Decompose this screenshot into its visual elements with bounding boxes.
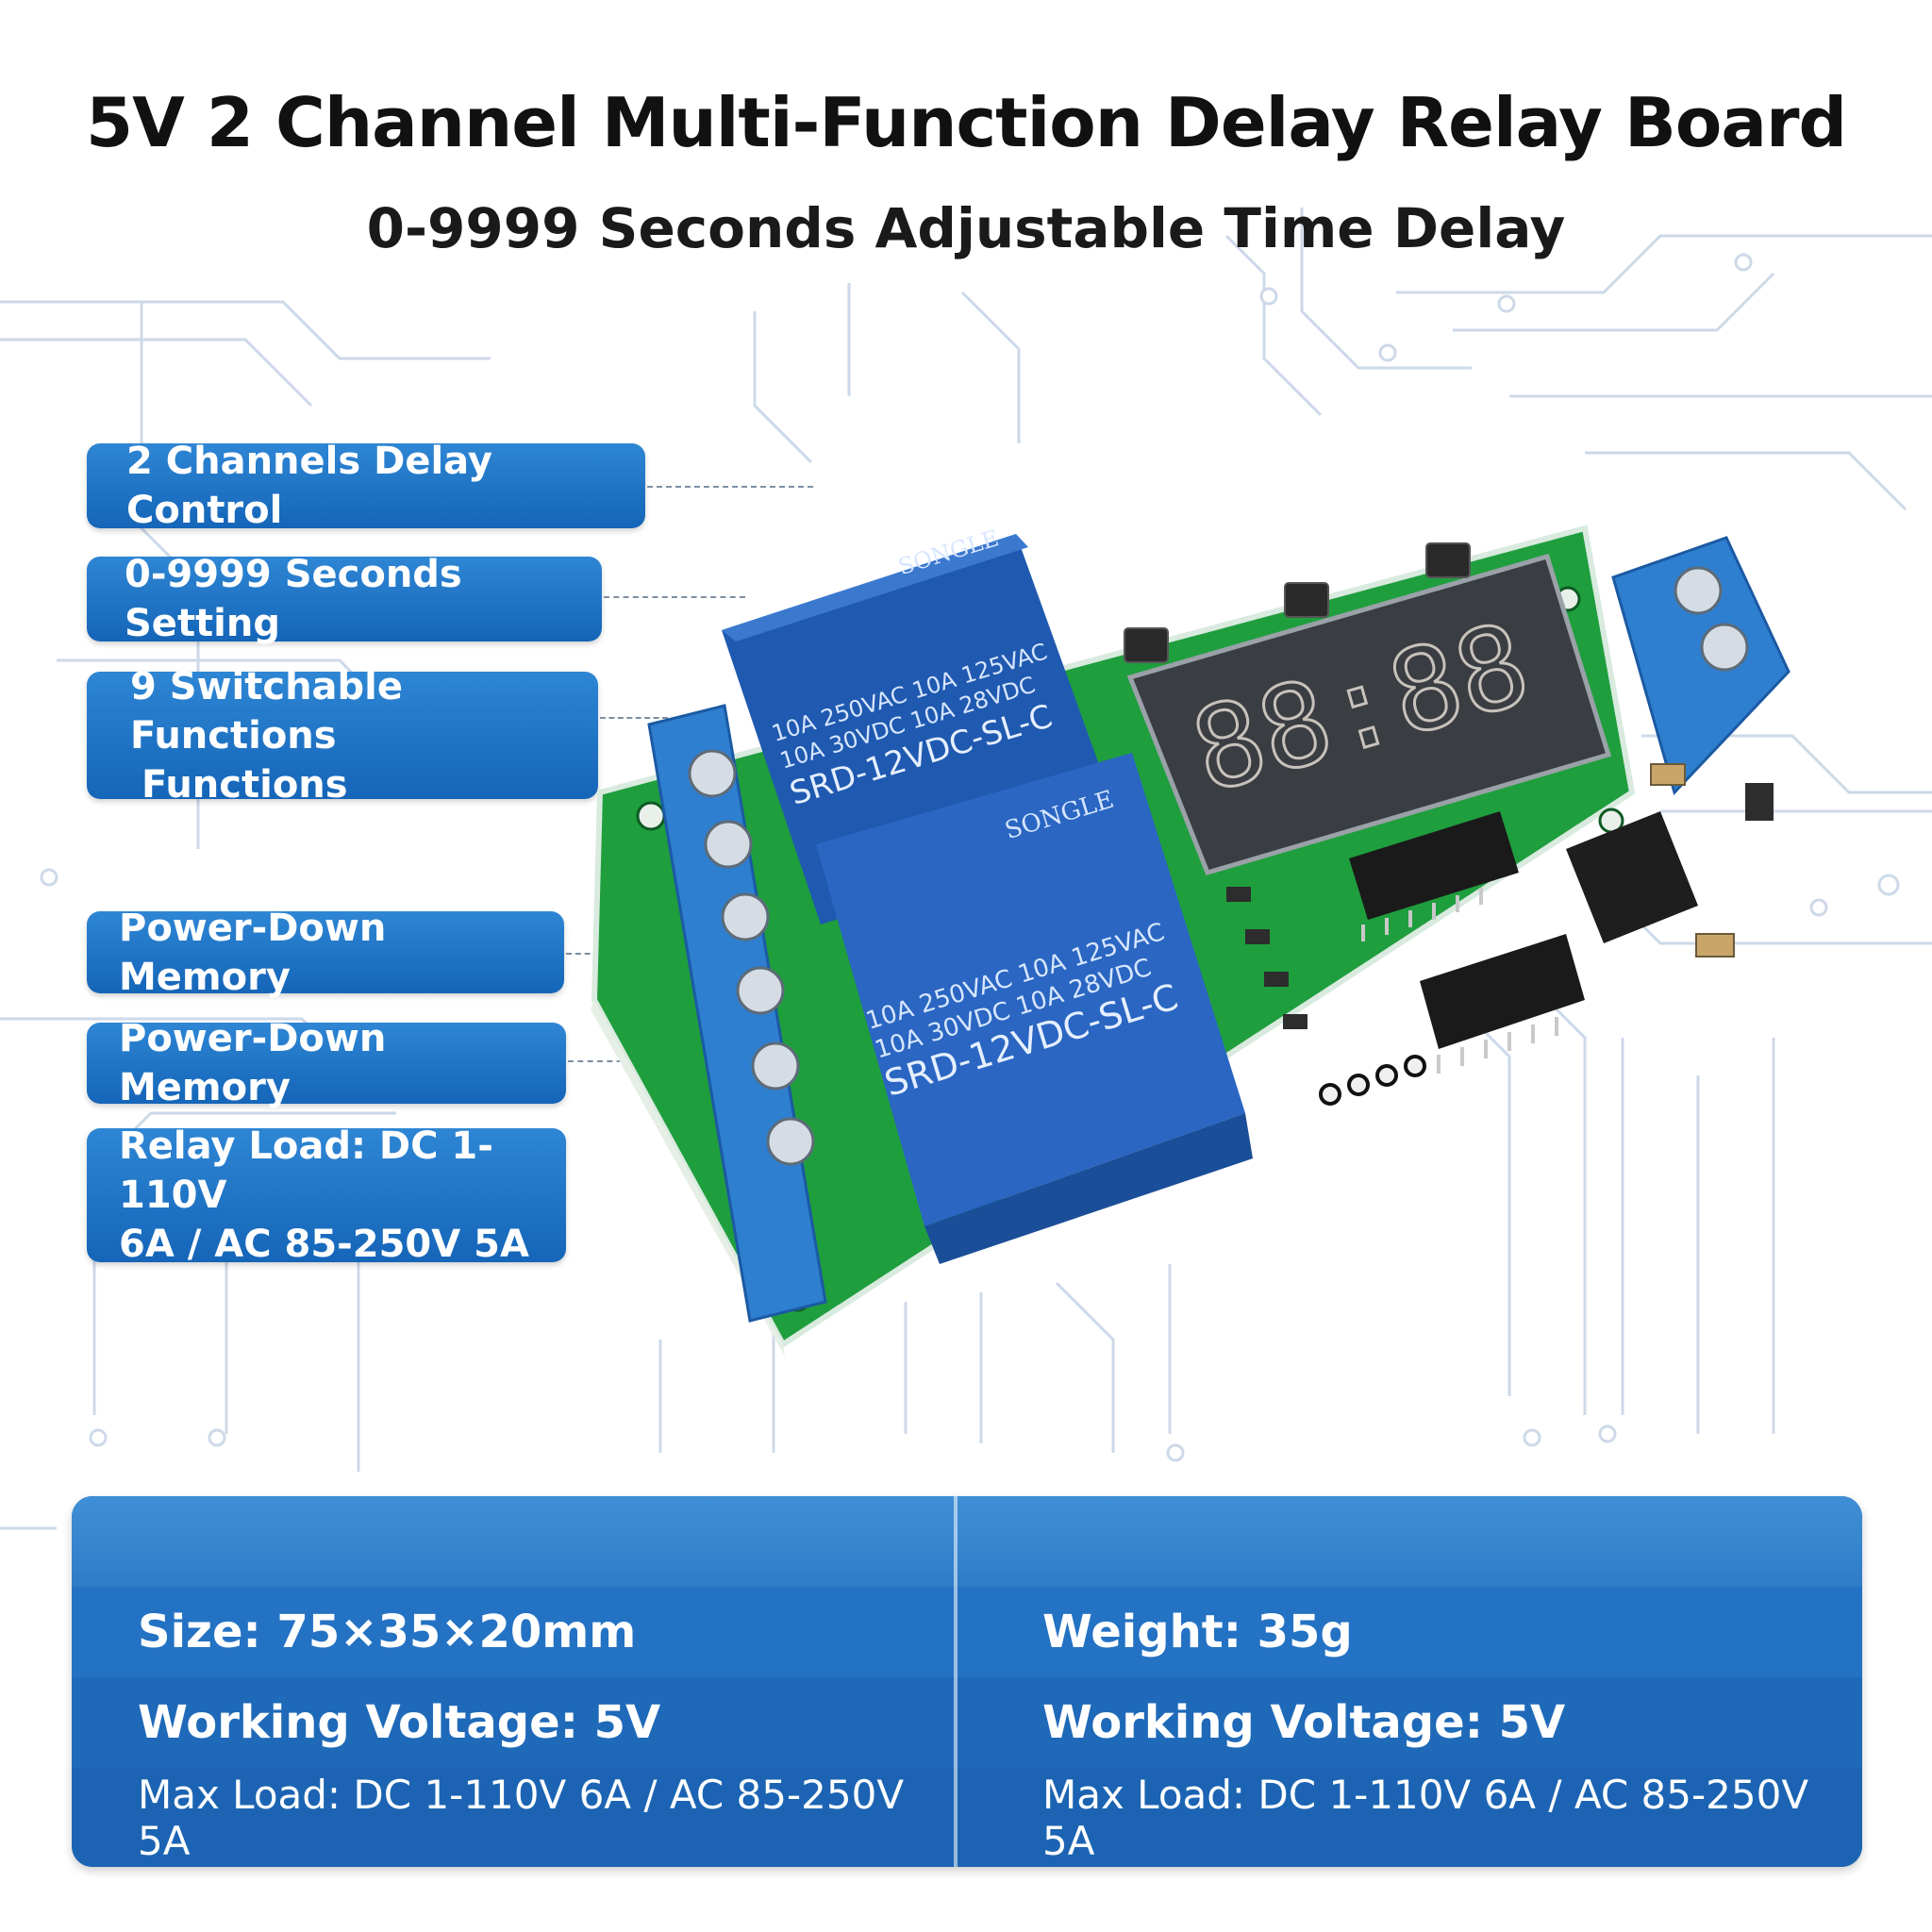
smd-component (1245, 929, 1270, 944)
seven-segment-display (1126, 553, 1612, 876)
driver-chip (1420, 934, 1585, 1049)
screw-terminal-block (647, 704, 827, 1323)
pcb-edge (591, 1000, 785, 1357)
capacitor (1695, 933, 1735, 958)
callout-power-down-memory-2: Power-Down Memory (87, 1017, 566, 1109)
smd-component (1283, 1014, 1307, 1029)
smd-component (1264, 972, 1289, 987)
callout-connector (647, 486, 813, 488)
callout-label: Power-Down Memory (119, 1017, 387, 1109)
terminal-screw (704, 820, 753, 869)
callout-label-line-2: Functions (142, 762, 348, 807)
push-button (1124, 627, 1169, 663)
spec-header-left (72, 1496, 958, 1587)
page-title: 5V 2 Channel Multi-Function Delay Relay … (85, 83, 1847, 162)
header-pin (1404, 1055, 1426, 1077)
relay-body-front (816, 753, 1245, 1226)
callout-label: 9 Switchable Functions (130, 664, 404, 758)
terminal-screw (766, 1117, 815, 1166)
spec-voltage-left: Working Voltage: 5V (72, 1677, 958, 1768)
power-terminal-block (1611, 536, 1790, 795)
spec-row-size: Size: 75×35×20mm Weight: 35g (72, 1587, 1862, 1677)
voltage-regulator (1566, 811, 1698, 943)
callout-label: Relay Load: DC 1-110V (119, 1124, 493, 1217)
header-pin (1319, 1083, 1341, 1106)
push-button (1425, 542, 1471, 578)
spec-voltage-right: Working Voltage: 5V (1042, 1696, 1566, 1749)
push-button (1284, 582, 1329, 618)
spec-load-left: Max Load: DC 1-110V 6A / AC 85-250V 5A (72, 1768, 958, 1867)
terminal-screw (751, 1041, 800, 1091)
terminal-screw (736, 966, 785, 1015)
smd-component (1745, 783, 1774, 821)
callout-delay-control: 2 Channels Delay Control (87, 440, 645, 532)
spec-header-right (958, 1496, 1862, 1587)
spec-table-header (72, 1496, 1862, 1587)
callout-seconds-setting: 0-9999 Seconds Setting (87, 553, 602, 645)
page-subtitle: 0-9999 Seconds Adjustable Time Delay (366, 196, 1566, 260)
spec-size: Size: 75×35×20mm (72, 1587, 958, 1677)
callout-connector (600, 717, 668, 719)
relay-side-front (924, 1113, 1253, 1264)
microcontroller-chip (1349, 811, 1519, 920)
spec-row-load: Max Load: DC 1-110V 6A / AC 85-250V 5A M… (72, 1768, 1862, 1867)
callout-label: Power-Down Memory (119, 906, 387, 999)
terminal-screw (688, 749, 737, 798)
spec-load-right: Max Load: DC 1-110V 6A / AC 85-250V 5A (1042, 1771, 1809, 1864)
spec-row-voltage: Working Voltage: 5V Working Voltage: 5V (72, 1677, 1862, 1768)
spec-table: Size: 75×35×20mm Weight: 35g Working Vol… (72, 1496, 1862, 1867)
callout-relay-load: Relay Load: DC 1-110V 6A / AC 85-250V 5A (87, 1124, 566, 1266)
callout-switchable-functions: 9 Switchable Functions Functions (87, 665, 598, 807)
relay-board-illustration: SONGLE 10A 250VAC 10A 125VAC 10A 30VDC 1… (591, 525, 1790, 1357)
mounting-hole (636, 801, 666, 831)
callout-connector (604, 596, 745, 598)
terminal-screw (721, 892, 770, 941)
callout-label: 2 Channels Delay Control (126, 440, 492, 532)
terminal-screw (1674, 566, 1723, 615)
callout-label: 0-9999 Seconds Setting (125, 553, 462, 645)
header-pin (1375, 1064, 1398, 1087)
header-pin (1347, 1074, 1370, 1096)
spec-weight: Weight: 35g (1042, 1606, 1353, 1658)
relay-top-back (722, 534, 1028, 641)
terminal-screw (1700, 623, 1749, 672)
smd-component (1226, 887, 1251, 902)
callout-label-line-2: 6A / AC 85-250V 5A (119, 1223, 529, 1266)
callout-power-down-memory: Power-Down Memory (87, 907, 564, 999)
capacitor (1650, 763, 1686, 786)
